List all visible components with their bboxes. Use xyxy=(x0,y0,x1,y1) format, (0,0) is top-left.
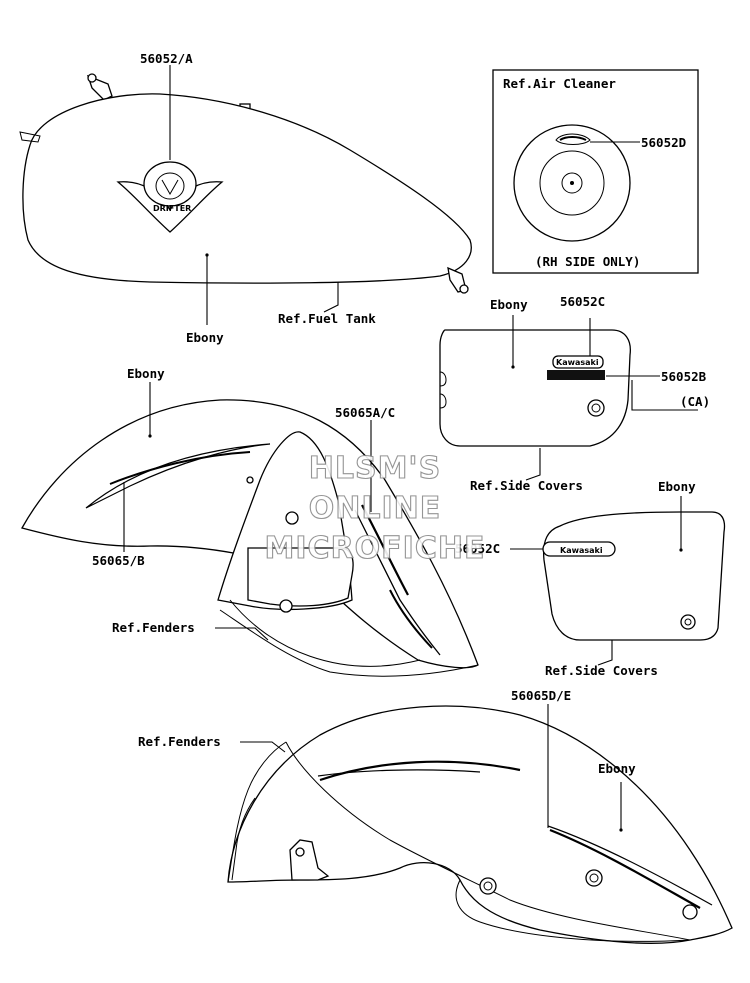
front-fender[interactable] xyxy=(21,399,479,677)
label-side-cover-ebony-lower: Ebony xyxy=(658,479,696,494)
air-cleaner-inset-box xyxy=(492,69,699,274)
side-cover-upper[interactable]: Kawasaki xyxy=(439,329,631,447)
label-56052c-lower: 56052C xyxy=(455,541,500,556)
drifter-decal-text: DRIFTER xyxy=(153,204,191,213)
label-rh-side-only: (RH SIDE ONLY) xyxy=(535,254,640,269)
air-cleaner-cover[interactable] xyxy=(513,124,631,242)
label-tank-ebony: Ebony xyxy=(186,330,224,345)
label-ref-fuel-tank: Ref.Fuel Tank xyxy=(278,311,376,326)
label-ref-fenders-rear: Ref.Fenders xyxy=(138,734,221,749)
kawasaki-decal-lower-text: Kawasaki xyxy=(560,546,603,555)
label-ref-air-cleaner: Ref.Air Cleaner xyxy=(503,76,616,91)
label-56052d: 56052D xyxy=(641,135,686,150)
label-ca: (CA) xyxy=(680,394,710,409)
side-cover-lower[interactable]: Kawasaki xyxy=(542,511,726,641)
watermark-line-3: MICROFICHE xyxy=(265,531,486,566)
label-56065-ac: 56065A/C xyxy=(335,405,395,420)
watermark-line-2: ONLINE xyxy=(309,491,442,526)
label-ref-fenders-front: Ref.Fenders xyxy=(112,620,195,635)
watermark-line-1: HLSM'S xyxy=(309,451,441,486)
label-ref-side-covers-lower: Ref.Side Covers xyxy=(545,663,658,678)
label-56065-de: 56065D/E xyxy=(511,688,571,703)
label-56065-b: 56065/B xyxy=(92,553,145,568)
label-56052b: 56052B xyxy=(661,369,707,384)
rear-fender[interactable] xyxy=(227,705,733,944)
fuel-tank[interactable]: DRIFTER xyxy=(19,73,472,294)
label-rear-fender-ebony: Ebony xyxy=(598,761,636,776)
label-56052-a: 56052/A xyxy=(140,51,193,66)
label-side-cover-ebony-upper: Ebony xyxy=(490,297,528,312)
label-front-fender-ebony: Ebony xyxy=(127,366,165,381)
watermark: HLSM'S ONLINE MICROFICHE xyxy=(264,450,486,566)
label-ref-side-covers-upper: Ref.Side Covers xyxy=(470,478,583,493)
kawasaki-decal-upper-text: Kawasaki xyxy=(556,358,599,367)
label-56052c-upper: 56052C xyxy=(560,294,605,309)
